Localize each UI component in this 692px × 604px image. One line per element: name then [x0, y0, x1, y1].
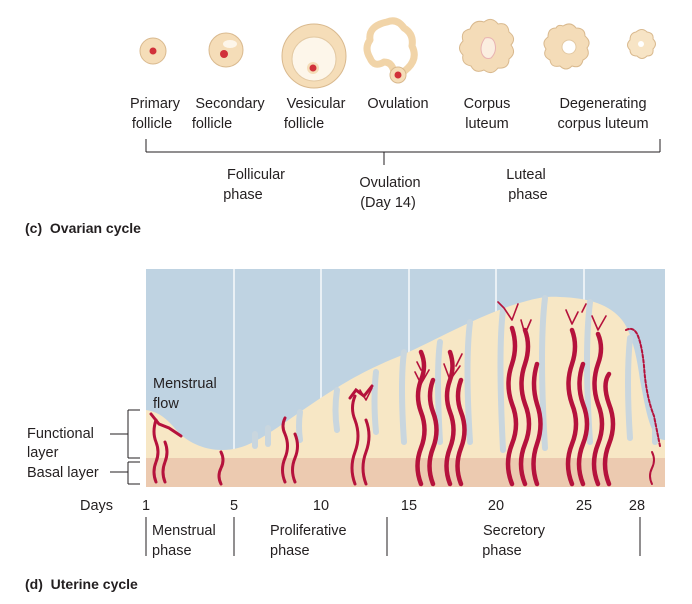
- day-tick-20: 20: [488, 498, 504, 514]
- stage-label-degenerating-line2: corpus luteum: [557, 116, 648, 132]
- vesicular-follicle-illustration: [281, 23, 347, 89]
- ovarian-cycle-caption: (c) Ovarian cycle: [25, 220, 141, 236]
- days-axis-label: Days: [80, 498, 113, 514]
- stage-label-corpus-line1: Corpus: [464, 96, 511, 112]
- stage-label-primary-line1: Primary: [130, 96, 181, 112]
- day-tick-5: 5: [230, 498, 238, 514]
- day-tick-1: 1: [142, 498, 150, 514]
- stage-label-corpus-line2: luteum: [465, 116, 509, 132]
- menstrual-phase-label-line1: Menstrual: [152, 523, 216, 539]
- basal-layer-label: Basal layer: [27, 465, 99, 481]
- corpus-albicans-illustration: [627, 29, 656, 59]
- stage-label-secondary-line2: follicle: [192, 116, 232, 132]
- day-tick-15: 15: [401, 498, 417, 514]
- proliferative-phase-label-line1: Proliferative: [270, 523, 347, 539]
- layer-label-leaders: [110, 409, 140, 485]
- menstrual-phase-label-line2: phase: [152, 543, 192, 559]
- ovulation-day-label-line1: Ovulation: [359, 175, 420, 191]
- secondary-follicle-illustration: [208, 32, 244, 68]
- ovulation-day-label-line2: (Day 14): [360, 195, 416, 211]
- stage-label-secondary-line1: Secondary: [195, 96, 265, 112]
- stage-label-primary-line2: follicle: [132, 116, 172, 132]
- uterine-cycle-caption: (d) Uterine cycle: [25, 576, 138, 592]
- ovarian-cycle-panel: Primary follicle Secondary follicle Vesi…: [25, 17, 661, 236]
- proliferative-phase-label-line2: phase: [270, 543, 310, 559]
- functional-layer-label-line2: layer: [27, 445, 59, 461]
- follicular-phase-label-line1: Follicular: [227, 167, 285, 183]
- uterine-phase-dividers: [145, 517, 641, 556]
- day-tick-10: 10: [313, 498, 329, 514]
- spiral-arteries: [149, 301, 661, 487]
- menstrual-flow-label-line2: flow: [153, 396, 179, 412]
- functional-layer: [146, 296, 665, 487]
- ovulation-illustration: [363, 17, 418, 84]
- day-tick-25: 25: [576, 498, 592, 514]
- day-tick-28: 28: [629, 498, 645, 514]
- menstrual-flow-label-line1: Menstrual: [153, 376, 217, 392]
- stage-label-degenerating-line1: Degenerating: [559, 96, 646, 112]
- follicular-phase-label-line2: phase: [223, 187, 263, 203]
- functional-layer-label-line1: Functional: [27, 426, 94, 442]
- luteal-phase-label-line1: Luteal: [506, 167, 546, 183]
- stage-label-vesicular-line1: Vesicular: [287, 96, 346, 112]
- secretory-phase-label-line1: Secretory: [483, 523, 546, 539]
- primary-follicle-illustration: [139, 37, 167, 65]
- degenerating-corpus-luteum-illustration: [543, 23, 590, 70]
- corpus-luteum-illustration: [459, 18, 515, 74]
- uterine-cycle-panel: Menstrual flow Functional layer Basal la…: [25, 269, 665, 592]
- luteal-phase-label-line2: phase: [508, 187, 548, 203]
- ovarian-phase-bracket: [145, 139, 661, 165]
- stage-label-vesicular-line2: follicle: [284, 116, 324, 132]
- secretory-phase-label-line2: phase: [482, 543, 522, 559]
- stage-label-ovulation: Ovulation: [367, 96, 428, 112]
